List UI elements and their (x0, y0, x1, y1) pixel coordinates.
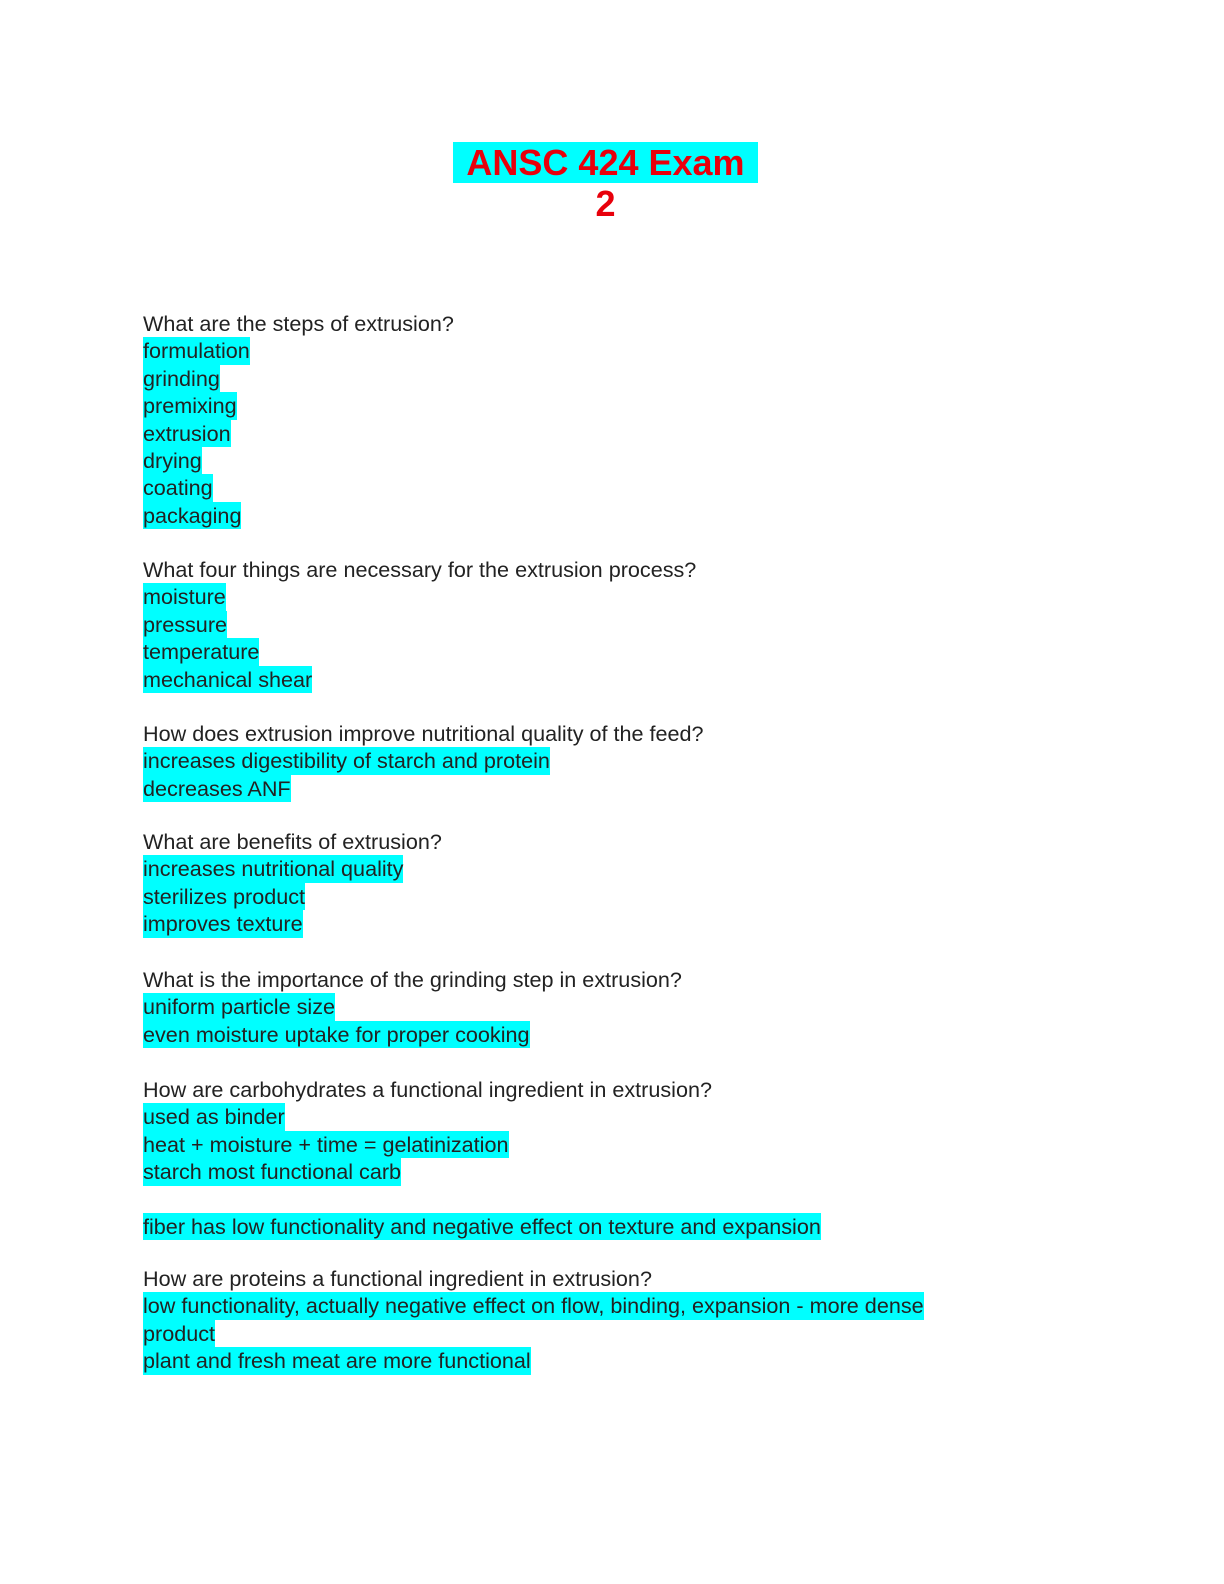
answer-highlight: used as binder (143, 1103, 285, 1131)
flashcard: What is the importance of the grinding s… (143, 966, 682, 1049)
answer-highlight: packaging (143, 501, 242, 530)
answer-line: mechanical shear (143, 665, 696, 694)
answer-line: premixing (143, 392, 454, 420)
answer-line: heat + moisture + time = gelatinization (143, 1130, 821, 1159)
flashcard: How are carbohydrates a functional ingre… (143, 1076, 821, 1241)
question: How does extrusion improve nutritional q… (143, 721, 704, 746)
answer-line: starch most functional carb (143, 1158, 821, 1186)
answer-highlight: premixing (143, 392, 237, 420)
flashcard: What are benefits of extrusion?increases… (143, 828, 442, 938)
flashcard: How does extrusion improve nutritional q… (143, 720, 704, 803)
answer-line: used as binder (143, 1103, 821, 1131)
answer-line: grinding (143, 364, 454, 393)
answer-highlight: moisture (143, 583, 226, 611)
flashcard: What are the steps of extrusion?formulat… (143, 310, 454, 530)
answer-highlight: pressure (143, 610, 228, 639)
answer-highlight: decreases ANF (143, 774, 291, 803)
answer-highlight: uniform particle size (143, 993, 336, 1021)
question: How are carbohydrates a functional ingre… (143, 1077, 712, 1102)
answer-line: low functionality, actually negative eff… (143, 1292, 924, 1320)
answer-line: extrusion (143, 419, 454, 448)
document-title: ANSC 424 Exam 2 (453, 142, 758, 224)
answer-line: pressure (143, 610, 696, 639)
answer-highlight: grinding (143, 364, 220, 393)
question: What are the steps of extrusion? (143, 311, 454, 336)
answer-line: temperature (143, 638, 696, 666)
answer-line: formulation (143, 337, 454, 365)
question: What is the importance of the grinding s… (143, 967, 682, 992)
answer-highlight: improves texture (143, 910, 303, 938)
answer-highlight: increases digestibility of starch and pr… (143, 747, 550, 775)
answer-highlight: sterilizes product (143, 882, 306, 911)
answer-line: fiber has low functionality and negative… (143, 1213, 821, 1241)
answer-highlight: drying (143, 447, 202, 475)
answer-line: plant and fresh meat are more functional (143, 1347, 924, 1375)
answer-line: even moisture uptake for proper cooking (143, 1020, 682, 1049)
answer-highlight: extrusion (143, 419, 231, 448)
answer-line: decreases ANF (143, 774, 704, 803)
answer-line: uniform particle size (143, 993, 682, 1021)
flashcard: How are proteins a functional ingredient… (143, 1265, 924, 1375)
answer-highlight: fiber has low functionality and negative… (143, 1213, 821, 1241)
answer-line: moisture (143, 583, 696, 611)
answer-line: drying (143, 447, 454, 475)
answer-highlight: even moisture uptake for proper cooking (143, 1020, 530, 1049)
answer-highlight: temperature (143, 638, 260, 666)
answer-highlight: plant and fresh meat are more functional (143, 1347, 531, 1375)
answer-highlight: heat + moisture + time = gelatinization (143, 1130, 509, 1159)
answer-line: increases digestibility of starch and pr… (143, 747, 704, 775)
answer-line: coating (143, 474, 454, 502)
question: How are proteins a functional ingredient… (143, 1266, 652, 1291)
answer-highlight: coating (143, 474, 213, 502)
question: What four things are necessary for the e… (143, 557, 697, 582)
answer-highlight: mechanical shear (143, 665, 313, 694)
answer-line: sterilizes product (143, 882, 442, 911)
answer-highlight: starch most functional carb (143, 1158, 402, 1186)
answer-highlight: increases nutritional quality (143, 855, 404, 883)
answer-highlight: low functionality, actually negative eff… (143, 1292, 924, 1320)
flashcard: What four things are necessary for the e… (143, 556, 697, 694)
answer-highlight: formulation (143, 337, 250, 365)
answer-highlight: product (143, 1319, 216, 1348)
question: What are benefits of extrusion? (143, 829, 442, 854)
answer-line: improves texture (143, 910, 442, 938)
answer-line: product (143, 1319, 924, 1348)
answer-line: packaging (143, 501, 454, 530)
answer-line: increases nutritional quality (143, 855, 442, 883)
